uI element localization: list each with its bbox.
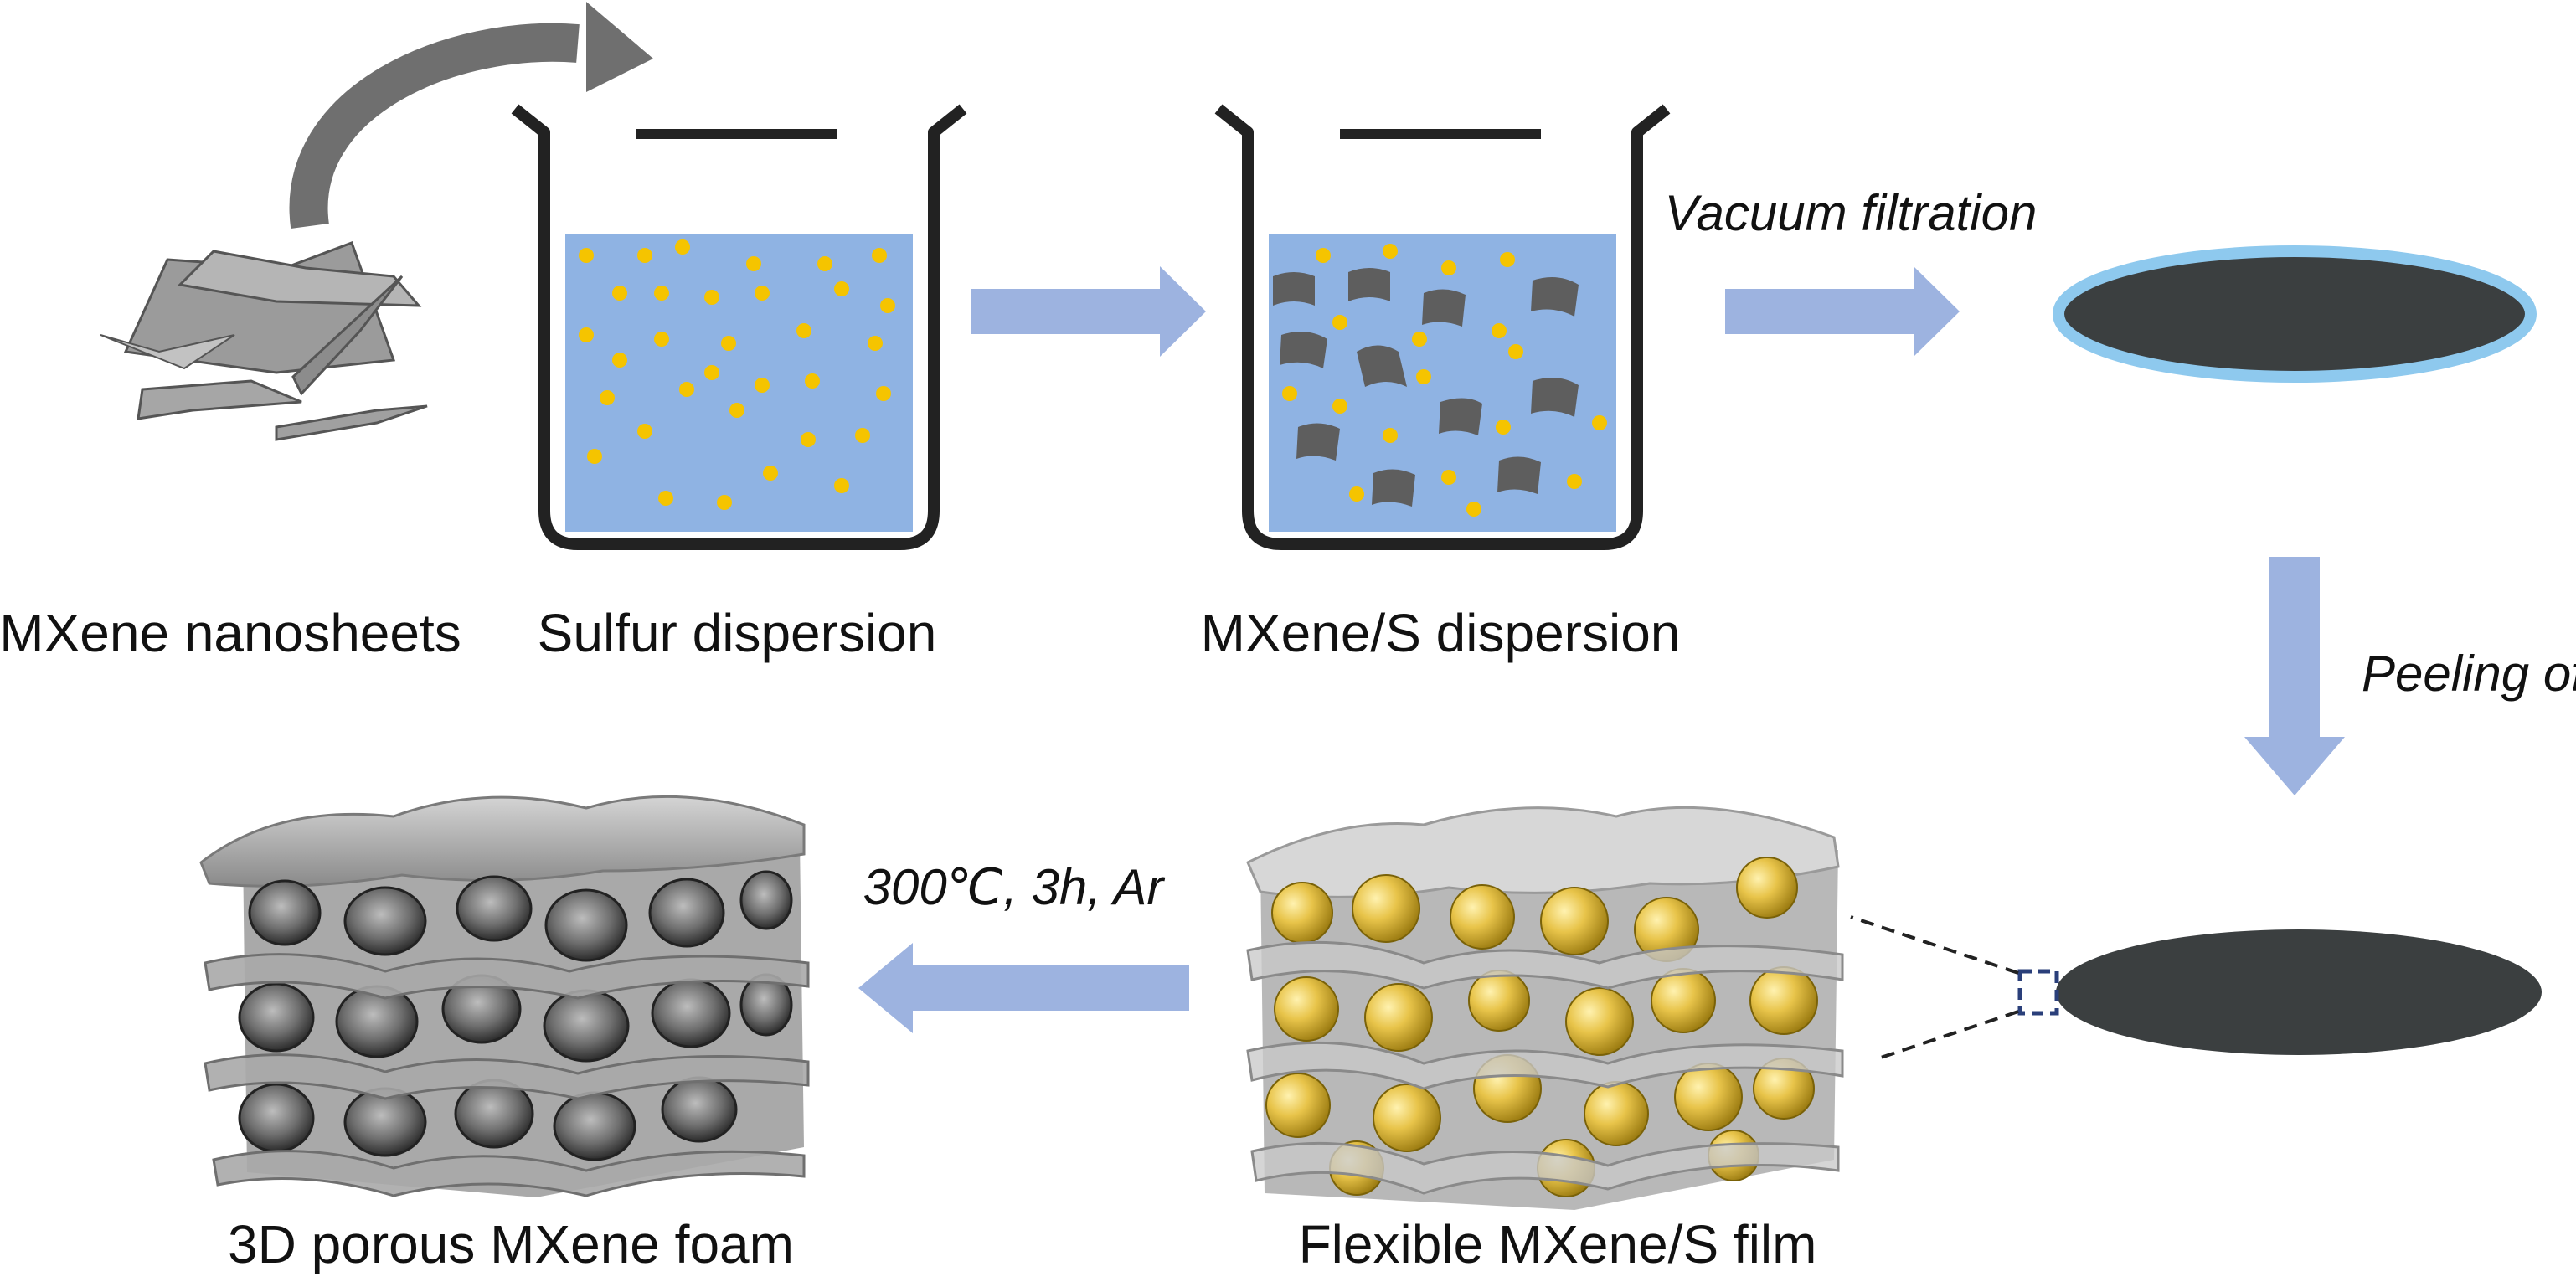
sulfur-particles bbox=[579, 239, 895, 510]
zoom-region-box bbox=[2017, 969, 2059, 1016]
step-peeling-off: Peeling off bbox=[2362, 646, 2576, 702]
sulfur-dispersion-beaker bbox=[511, 104, 967, 550]
mxene-flakes bbox=[1273, 268, 1579, 507]
mxene-s-film-disc bbox=[2056, 929, 2542, 1055]
step-vacuum-filtration: Vacuum filtration bbox=[1665, 185, 2038, 241]
filter-membrane bbox=[2053, 245, 2537, 383]
mixing-arrow bbox=[971, 266, 1206, 357]
label-sulfur-dispersion: Sulfur dispersion bbox=[538, 603, 937, 663]
zoom-line-top bbox=[1850, 915, 2019, 975]
porous-foam-block bbox=[199, 795, 810, 1197]
flexible-film-block bbox=[1246, 806, 1844, 1210]
label-flexible-film: Flexible MXene/S film bbox=[1299, 1214, 1817, 1274]
zoom-line-bottom bbox=[1875, 1010, 2019, 1061]
mxene-s-sulfur-particles bbox=[1282, 244, 1607, 517]
heat-treatment-arrow bbox=[858, 943, 1189, 1033]
label-mxene-s-dispersion: MXene/S dispersion bbox=[1201, 603, 1681, 663]
peeling-off-arrow bbox=[2244, 557, 2345, 795]
transfer-curved-arrow bbox=[289, 2, 653, 229]
label-mxene-nanosheets: MXene nanosheets bbox=[0, 603, 461, 663]
mxene-s-dispersion-beaker bbox=[1214, 104, 1671, 550]
mxene-nanosheets-icon bbox=[100, 241, 428, 441]
label-porous-foam: 3D porous MXene foam bbox=[228, 1214, 794, 1274]
vacuum-filtration-arrow bbox=[1725, 266, 1960, 357]
foam-pores bbox=[238, 870, 793, 1161]
step-heat-treatment: 300℃, 3h, Ar bbox=[863, 859, 1166, 915]
